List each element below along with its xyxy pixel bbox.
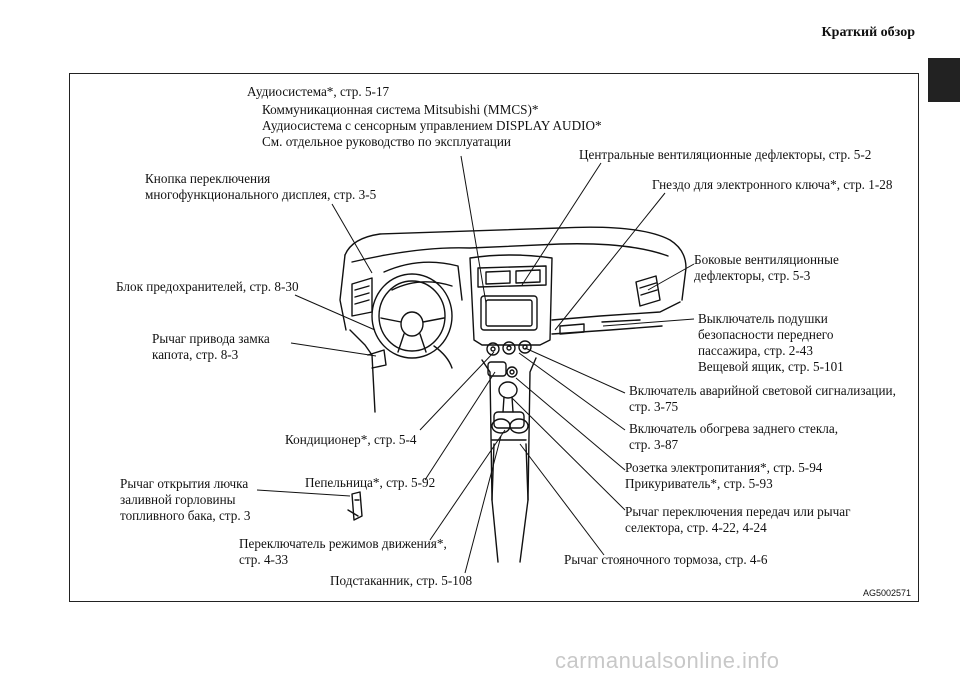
label-hazard-switch-1: Включатель аварийной световой сигнализац… bbox=[629, 383, 896, 398]
label-fuel-lid-1: Рычаг открытия лючка bbox=[120, 476, 249, 491]
label-rear-defrost-2: стр. 3-87 bbox=[629, 437, 679, 452]
label-parking-brake: Рычаг стояночного тормоза, стр. 4-6 bbox=[564, 552, 768, 567]
label-ashtray: Пепельница*, стр. 5-92 bbox=[305, 475, 436, 490]
label-fuse-box: Блок предохранителей, стр. 8-30 bbox=[116, 279, 299, 294]
figure-code: AG5002571 bbox=[863, 588, 912, 598]
label-side-vents-1: Боковые вентиляционные bbox=[694, 252, 839, 267]
label-mmcs: Коммуникационная система Mitsubishi (MMC… bbox=[262, 102, 539, 117]
section-tab bbox=[928, 58, 960, 102]
label-central-vents: Центральные вентиляционные дефлекторы, с… bbox=[579, 147, 872, 162]
label-hazard-switch-2: стр. 3-75 bbox=[629, 399, 679, 414]
label-hood-release-1: Рычаг привода замка bbox=[152, 331, 270, 346]
label-drive-mode-1: Переключатель режимов движения*, bbox=[239, 536, 447, 551]
label-air-conditioner: Кондиционер*, стр. 5-4 bbox=[285, 432, 417, 447]
label-audio-system: Аудиосистема*, стр. 5-17 bbox=[247, 84, 390, 99]
label-airbag-switch-2: безопасности переднего bbox=[698, 327, 834, 342]
label-fuel-lid-3: топливного бака, стр. 3 bbox=[120, 508, 251, 523]
label-display-audio: Аудиосистема с сенсорным управлением DIS… bbox=[262, 118, 602, 133]
label-rear-defrost-1: Включатель обогрева заднего стекла, bbox=[629, 421, 839, 436]
page-header-title: Краткий обзор bbox=[821, 25, 915, 40]
label-cigarette-lighter: Прикуриватель*, стр. 5-93 bbox=[625, 476, 773, 491]
label-airbag-switch-3: пассажира, стр. 2-43 bbox=[698, 343, 813, 358]
label-multi-display-button-1: Кнопка переключения bbox=[145, 171, 271, 186]
label-side-vents-2: дефлекторы, стр. 5-3 bbox=[694, 268, 811, 283]
label-power-socket: Розетка электропитания*, стр. 5-94 bbox=[625, 460, 823, 475]
label-glovebox: Вещевой ящик, стр. 5-101 bbox=[698, 359, 844, 374]
label-airbag-switch-1: Выключатель подушки bbox=[698, 311, 828, 326]
label-gear-lever-2: селектора, стр. 4-22, 4-24 bbox=[625, 520, 767, 535]
label-separate-manual: См. отдельное руководство по эксплуатаци… bbox=[262, 134, 511, 149]
watermark-text: carmanualsonline.info bbox=[555, 648, 780, 673]
illustration-frame bbox=[69, 73, 919, 602]
label-drive-mode-2: стр. 4-33 bbox=[239, 552, 289, 567]
label-multi-display-button-2: многофункционального дисплея, стр. 3-5 bbox=[145, 187, 377, 202]
label-gear-lever-1: Рычаг переключения передач или рычаг bbox=[625, 504, 851, 519]
label-hood-release-2: капота, стр. 8-3 bbox=[152, 347, 239, 362]
label-fuel-lid-2: заливной горловины bbox=[120, 492, 236, 507]
label-cup-holder: Подстаканник, стр. 5-108 bbox=[330, 573, 473, 588]
label-key-slot: Гнездо для электронного ключа*, стр. 1-2… bbox=[652, 177, 893, 192]
